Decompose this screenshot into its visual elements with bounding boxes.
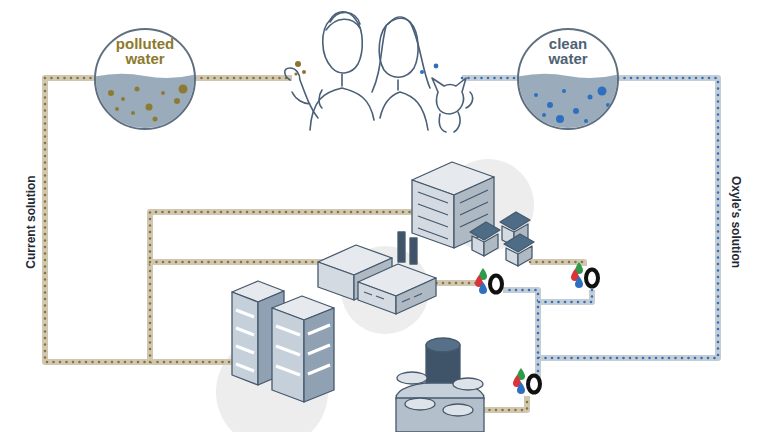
dog (285, 68, 322, 118)
office-towers (232, 281, 334, 402)
particle (542, 113, 546, 117)
pollution-dot (294, 72, 297, 75)
particle (584, 119, 588, 123)
particle (161, 91, 165, 95)
drop (479, 282, 487, 294)
o-ring (586, 270, 598, 287)
house (484, 234, 498, 256)
pipe-dots (430, 282, 476, 285)
tank-body (396, 398, 484, 432)
house (472, 236, 484, 256)
particle (534, 93, 538, 97)
chimney (398, 232, 405, 262)
particle (146, 104, 153, 111)
particle (562, 89, 566, 93)
water-body (93, 74, 197, 131)
pipe (530, 262, 584, 266)
pipe-dots (150, 261, 330, 264)
factory-building (318, 232, 436, 314)
tank-top (443, 404, 473, 416)
circle-label: polluted water (108, 36, 182, 66)
pipe-dots (538, 290, 592, 302)
person-head (323, 12, 363, 73)
circle-label: clean water (531, 36, 605, 66)
water (93, 74, 197, 131)
current-pipes (45, 78, 584, 410)
particle (588, 95, 593, 100)
wall (358, 282, 396, 314)
circle-border (518, 29, 618, 129)
drop (575, 276, 583, 288)
water-drop (420, 70, 424, 74)
side-label: Current solution (24, 175, 38, 268)
particle (556, 115, 564, 123)
pipe (150, 259, 330, 265)
o-ring (528, 376, 540, 393)
house (506, 248, 518, 266)
particle (115, 107, 119, 111)
water-circle: clean water (516, 27, 620, 131)
particle (179, 85, 188, 94)
residential-building (412, 162, 534, 266)
particle (135, 87, 140, 92)
oxyle-device (513, 368, 540, 394)
particle (598, 87, 607, 96)
pollution-dot (302, 70, 306, 74)
water-body (516, 74, 620, 131)
building-backdrops (216, 159, 534, 432)
pipe (462, 75, 518, 81)
tank-top (397, 372, 427, 384)
house (518, 246, 532, 266)
pipe (195, 75, 292, 81)
particle (153, 117, 158, 122)
pipe-dots (462, 77, 518, 80)
person-hair (326, 12, 360, 30)
drop (517, 382, 525, 394)
particle (131, 111, 135, 115)
particle (121, 97, 125, 101)
person-hair (372, 18, 430, 92)
pipe-dots (195, 77, 292, 80)
circle-border (95, 29, 195, 129)
wall (318, 262, 354, 300)
pipe (503, 78, 718, 358)
cat-body (439, 92, 472, 132)
water-circle: polluted water (93, 27, 197, 131)
particle (547, 102, 553, 108)
windows (364, 292, 422, 302)
particle (174, 98, 180, 104)
o-ring (490, 276, 502, 293)
people-and-pets (285, 12, 473, 132)
windows (236, 310, 330, 375)
cat (432, 78, 466, 114)
chimney (410, 238, 417, 264)
particle (573, 108, 579, 114)
oxyle-device (571, 262, 598, 288)
person-body (380, 80, 428, 130)
tank-top (426, 338, 460, 352)
pipe (538, 290, 592, 302)
wall (412, 180, 454, 248)
tower (232, 292, 258, 385)
pipe-dots (530, 262, 584, 266)
tank-top (405, 398, 435, 410)
oxyle-device (475, 268, 502, 294)
water-drop (434, 64, 439, 69)
pipe-dots (503, 78, 718, 358)
storage-tanks (396, 338, 484, 432)
tank-top (453, 378, 483, 390)
pipe (430, 280, 476, 286)
particle (108, 90, 114, 96)
water (516, 74, 620, 131)
side-label: Oxyle's solution (729, 176, 743, 268)
pollution-dot (295, 61, 301, 67)
text-wrap: clean water (516, 36, 620, 68)
text-wrap: polluted water (93, 36, 197, 68)
